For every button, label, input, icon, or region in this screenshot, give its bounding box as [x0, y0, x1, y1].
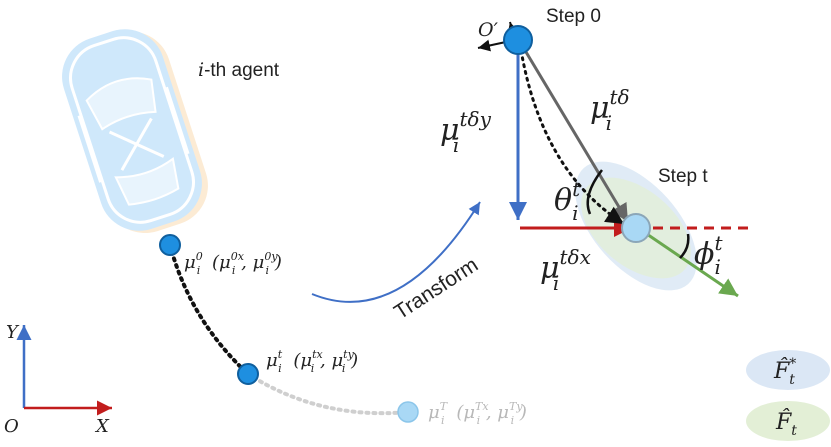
transform-label: Transform — [390, 253, 482, 324]
legend-label-t: F̂t — [775, 409, 797, 439]
node-origin-prime — [503, 25, 533, 55]
legend-label-star: F̂*t — [773, 356, 796, 388]
step-0-label: Step 0 — [546, 6, 601, 27]
car-illustration — [62, 29, 208, 234]
origin-label: O — [4, 416, 19, 437]
step-t-label: Step t — [658, 166, 708, 187]
node-step-t — [237, 363, 259, 385]
trajectory-past — [168, 243, 250, 376]
dotted-path-arrow — [518, 42, 626, 226]
node-step-0 — [159, 234, 181, 256]
node-step-T — [397, 401, 419, 423]
origin-prime-label: O′ — [478, 19, 499, 41]
node-current — [621, 213, 651, 243]
transform-arrow — [311, 201, 481, 303]
trajectory-future — [246, 372, 410, 416]
agent-label-rest: -th agent — [204, 60, 280, 81]
theta-arc — [586, 169, 603, 215]
phi-arc — [679, 233, 690, 259]
gray-displacement-arrow — [518, 41, 630, 223]
green-heading-arrow — [637, 226, 739, 298]
x-axis-label: X — [94, 416, 110, 437]
legend-ellipse-star — [746, 350, 830, 390]
y-axis-label: Y — [6, 322, 20, 343]
agent-label: i-th agent — [198, 59, 280, 81]
legend-ellipse-t — [746, 401, 830, 441]
